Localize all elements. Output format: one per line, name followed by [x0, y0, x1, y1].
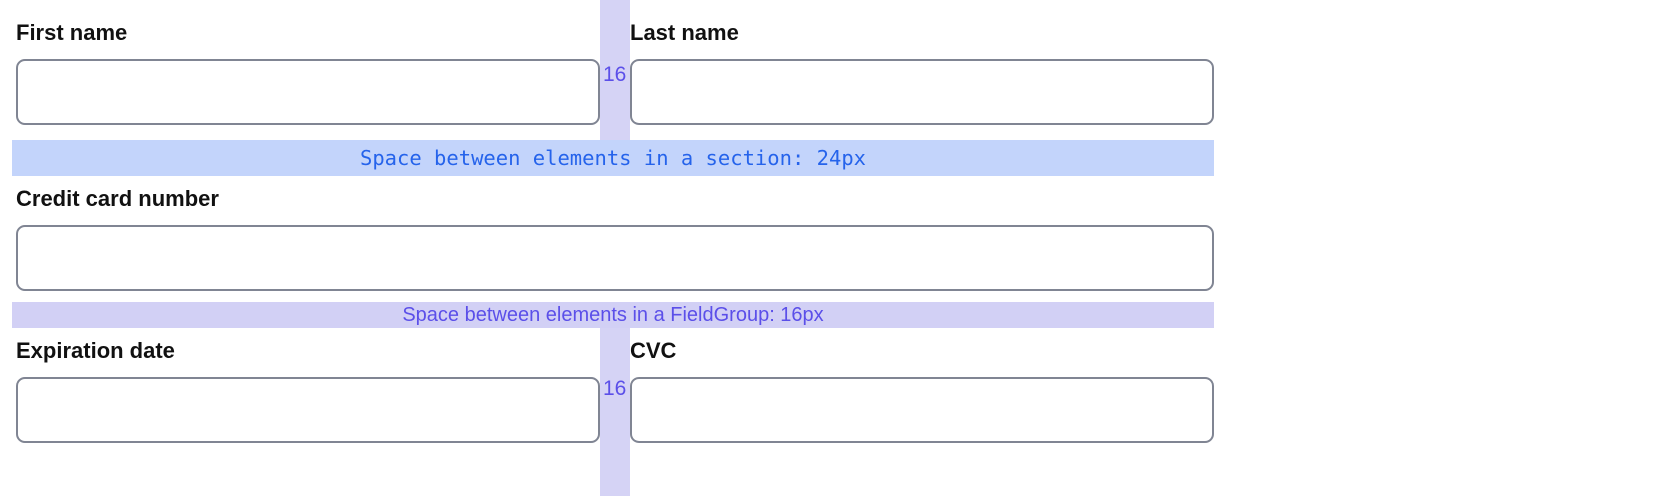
- field-last-name: Last name: [630, 0, 1214, 125]
- field-label-credit-card-number: Credit card number: [16, 186, 219, 211]
- input-last-name[interactable]: [630, 59, 1214, 125]
- field-label-last-name: Last name: [630, 20, 739, 45]
- field-credit-card-number: Credit card number: [16, 176, 1214, 291]
- input-expiration-date[interactable]: [16, 377, 600, 443]
- fieldgroup-spacing-band: Space between elements in a FieldGroup: …: [12, 302, 1214, 328]
- fieldgroup-spacing-label: Space between elements in a FieldGroup: …: [402, 303, 824, 326]
- column-gap-label-bottom: 16: [603, 377, 627, 400]
- field-label-expiration-date: Expiration date: [16, 338, 175, 363]
- input-credit-card-number[interactable]: [16, 225, 1214, 291]
- section-spacing-label: Space between elements in a section: 24p…: [359, 146, 867, 170]
- column-gap-strip-top: 16: [600, 0, 630, 140]
- field-cvc: CVC: [630, 328, 1214, 443]
- section-spacing-band: Space between elements in a section: 24p…: [12, 140, 1214, 176]
- input-cvc[interactable]: [630, 377, 1214, 443]
- field-label-first-name: First name: [16, 20, 128, 45]
- field-label-cvc: CVC: [630, 338, 677, 363]
- field-first-name: First name: [16, 0, 600, 125]
- column-gap-label-top: 16: [603, 63, 627, 86]
- input-first-name[interactable]: [16, 59, 600, 125]
- column-gap-strip-bottom: 16: [600, 328, 630, 496]
- field-expiration-date: Expiration date: [16, 328, 600, 443]
